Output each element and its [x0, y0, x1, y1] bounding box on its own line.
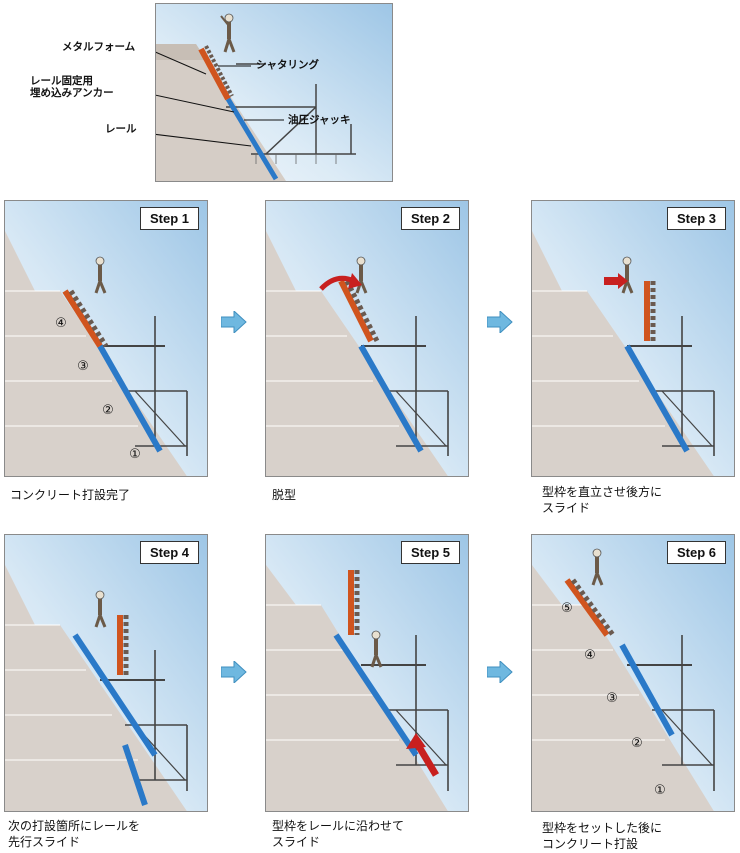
lift-number-4: ④: [584, 648, 596, 663]
label-rail: レール: [105, 123, 137, 135]
rail: [225, 97, 279, 181]
scaffold-brace: [661, 709, 713, 766]
step-3-tag: Step 3: [666, 207, 726, 230]
dam-wall: [532, 565, 714, 811]
step-2-panel: Step 2: [265, 200, 469, 477]
step-1-tag: Step 1: [139, 207, 199, 230]
worker-head: [95, 590, 105, 600]
step-1-caption: コンクリート打設完了: [10, 488, 131, 502]
rail: [619, 643, 675, 737]
worker-leg: [625, 280, 634, 294]
step-6-panel: Step 6 ⑤ ④ ③ ② ①: [531, 534, 735, 812]
flow-arrow-1-2: [221, 311, 247, 333]
step-3-scene: [532, 201, 734, 476]
form-frame: [570, 578, 616, 637]
rail: [97, 344, 163, 453]
lift-number-1: ①: [654, 783, 666, 798]
label-metal-form: メタルフォーム: [62, 41, 136, 53]
step-4-tag: Step 4: [139, 541, 199, 564]
worker-leg: [374, 654, 383, 668]
step-2-scene: [266, 201, 468, 476]
worker-head: [356, 256, 366, 266]
worker-leg: [359, 280, 368, 294]
motion-arrow: [604, 277, 618, 285]
scaffold-brace: [395, 390, 447, 447]
scaffold-brace: [661, 390, 713, 447]
label-shuttering: シャタリング: [256, 59, 319, 71]
dam-wall: [156, 44, 286, 181]
worker-head: [371, 630, 381, 640]
lift-number-2: ②: [631, 736, 643, 751]
scaffold-brace: [134, 390, 186, 447]
rail-segment: [122, 744, 148, 806]
metal-form: [62, 289, 103, 348]
worker-head: [622, 256, 632, 266]
step-6-tag: Step 6: [666, 541, 726, 564]
step-4-scene: [5, 535, 207, 811]
motion-arrowhead: [406, 733, 426, 749]
dam-wall: [266, 565, 448, 811]
rail: [333, 633, 419, 757]
lift-number-4: ④: [55, 316, 67, 331]
step-5-panel: Step 5: [265, 534, 469, 812]
step-4-panel: Step 4: [4, 534, 208, 812]
label-rail-anchor: レール固定用 埋め込みアンカー: [30, 75, 114, 99]
flow-arrow-5-6: [487, 661, 513, 683]
step-5-scene: [266, 535, 468, 811]
lift-number-3: ③: [77, 359, 89, 374]
dam-wall: [5, 565, 187, 811]
step-6-scene: [532, 535, 734, 811]
step-4-caption: 次の打設箇所にレールを 先行スライド: [8, 819, 141, 849]
step-2-tag: Step 2: [400, 207, 460, 230]
step-6-caption: 型枠をセットした後に コンクリート打設: [542, 821, 663, 851]
metal-form: [198, 47, 231, 101]
motion-arrowhead: [618, 273, 628, 289]
rail: [72, 633, 158, 757]
step-5-caption: 型枠をレールに沿わせて スライド: [272, 819, 405, 849]
lift-number-2: ②: [102, 403, 114, 418]
motion-arrowhead: [348, 273, 362, 289]
overview-drawing: [156, 4, 392, 181]
worker-figure: [220, 13, 236, 53]
worker-head: [95, 256, 105, 266]
lift-number-3: ③: [606, 691, 618, 706]
scaffold-brace: [395, 709, 447, 766]
lift-number-5: ⑤: [561, 601, 573, 616]
label-hydraulic-jack: 油圧ジャッキ: [288, 114, 351, 126]
rail: [358, 344, 424, 453]
flow-arrow-2-3: [487, 311, 513, 333]
lift-number-1: ①: [129, 447, 141, 462]
step-3-caption: 型枠を直立させ後方に スライド: [542, 485, 663, 515]
metal-form: [338, 279, 374, 343]
step-1-scene: [5, 201, 207, 476]
overview-illustration: [155, 3, 393, 182]
worker-leg: [595, 572, 604, 586]
rail: [624, 344, 690, 453]
worker-leg: [98, 614, 107, 628]
step-2-caption: 脱型: [272, 488, 297, 502]
motion-arrow: [414, 743, 440, 777]
form-frame: [68, 289, 109, 348]
worker-head: [592, 548, 602, 558]
step-5-tag: Step 5: [400, 541, 460, 564]
worker-leg: [98, 280, 107, 294]
flow-arrow-4-5: [221, 661, 247, 683]
step-1-panel: Step 1 ④ ③ ② ①: [4, 200, 208, 477]
metal-form: [564, 578, 610, 637]
step-3-panel: Step 3: [531, 200, 735, 477]
